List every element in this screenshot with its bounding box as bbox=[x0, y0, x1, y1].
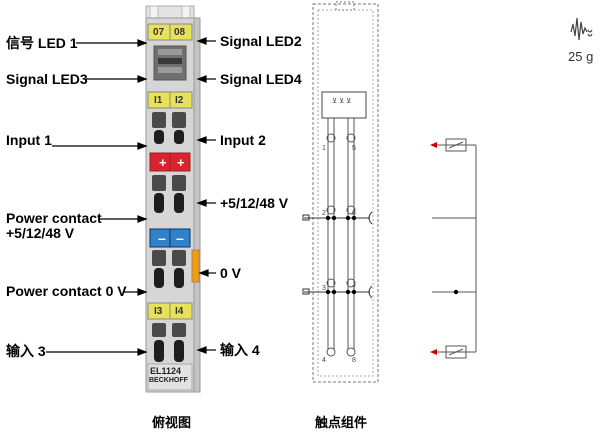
svg-text:⊻ ⊻ ⊻: ⊻ ⊻ ⊻ bbox=[332, 97, 351, 105]
led-i1-label: I1 bbox=[154, 95, 163, 106]
caption-contact-assembly: 触点组件 bbox=[315, 415, 368, 430]
svg-text:2: 2 bbox=[322, 210, 326, 217]
led-08-label: 08 bbox=[174, 27, 186, 38]
led-i4-label: I4 bbox=[175, 306, 184, 317]
svg-text:5: 5 bbox=[352, 145, 356, 152]
brand-label: BECKHOFF bbox=[149, 377, 188, 384]
svg-text:6: 6 bbox=[352, 210, 356, 217]
svg-text:4: 4 bbox=[322, 357, 326, 364]
weight-wave-icon bbox=[570, 17, 593, 41]
contact-4-8 bbox=[152, 323, 186, 362]
label-signal-led1: 信号 LED 1 bbox=[6, 35, 78, 51]
contact-2-6 bbox=[152, 175, 186, 213]
svg-text:1: 1 bbox=[322, 145, 326, 152]
svg-text:8: 8 bbox=[352, 357, 356, 364]
svg-text:–: – bbox=[176, 230, 184, 246]
label-power-contact-0v: Power contact 0 V bbox=[6, 283, 127, 299]
svg-text:3: 3 bbox=[322, 285, 326, 292]
contact-assembly: ⊻ ⊻ ⊻ bbox=[302, 1, 379, 383]
label-signal-led4: Signal LED4 bbox=[220, 71, 302, 87]
led-07-label: 07 bbox=[153, 27, 165, 38]
label-input-4: 输入 4 bbox=[220, 342, 260, 358]
label-signal-led2: Signal LED2 bbox=[220, 33, 302, 49]
svg-text:7: 7 bbox=[352, 285, 356, 292]
schematic bbox=[430, 138, 477, 359]
svg-text:+: + bbox=[159, 155, 167, 170]
label-power-contact-pos: Power contact +5/12/48 V bbox=[6, 210, 102, 241]
led-i3-label: I3 bbox=[154, 306, 163, 317]
svg-text:+: + bbox=[177, 155, 185, 170]
contact-1-2 bbox=[152, 112, 186, 144]
led-i2-label: I2 bbox=[175, 95, 184, 106]
label-voltage: +5/12/48 V bbox=[220, 195, 289, 211]
label-0v: 0 V bbox=[220, 265, 242, 281]
contact-numbers: 1 5 2 6 3 7 4 8 bbox=[322, 145, 356, 364]
label-input-1: Input 1 bbox=[6, 132, 52, 148]
leader-lines-left bbox=[46, 39, 148, 356]
leader-lines-right bbox=[196, 37, 216, 354]
svg-text:–: – bbox=[158, 230, 166, 246]
weight-value: 25 g bbox=[568, 49, 594, 64]
caption-top-view: 俯视图 bbox=[152, 415, 192, 430]
label-input-2: Input 2 bbox=[220, 132, 266, 148]
model-label: EL1124 bbox=[150, 366, 182, 376]
contact-3-7 bbox=[152, 250, 186, 288]
terminal-module: + + – – bbox=[145, 5, 201, 393]
label-signal-led3: Signal LED3 bbox=[6, 71, 88, 87]
label-input-3: 输入 3 bbox=[6, 343, 46, 359]
